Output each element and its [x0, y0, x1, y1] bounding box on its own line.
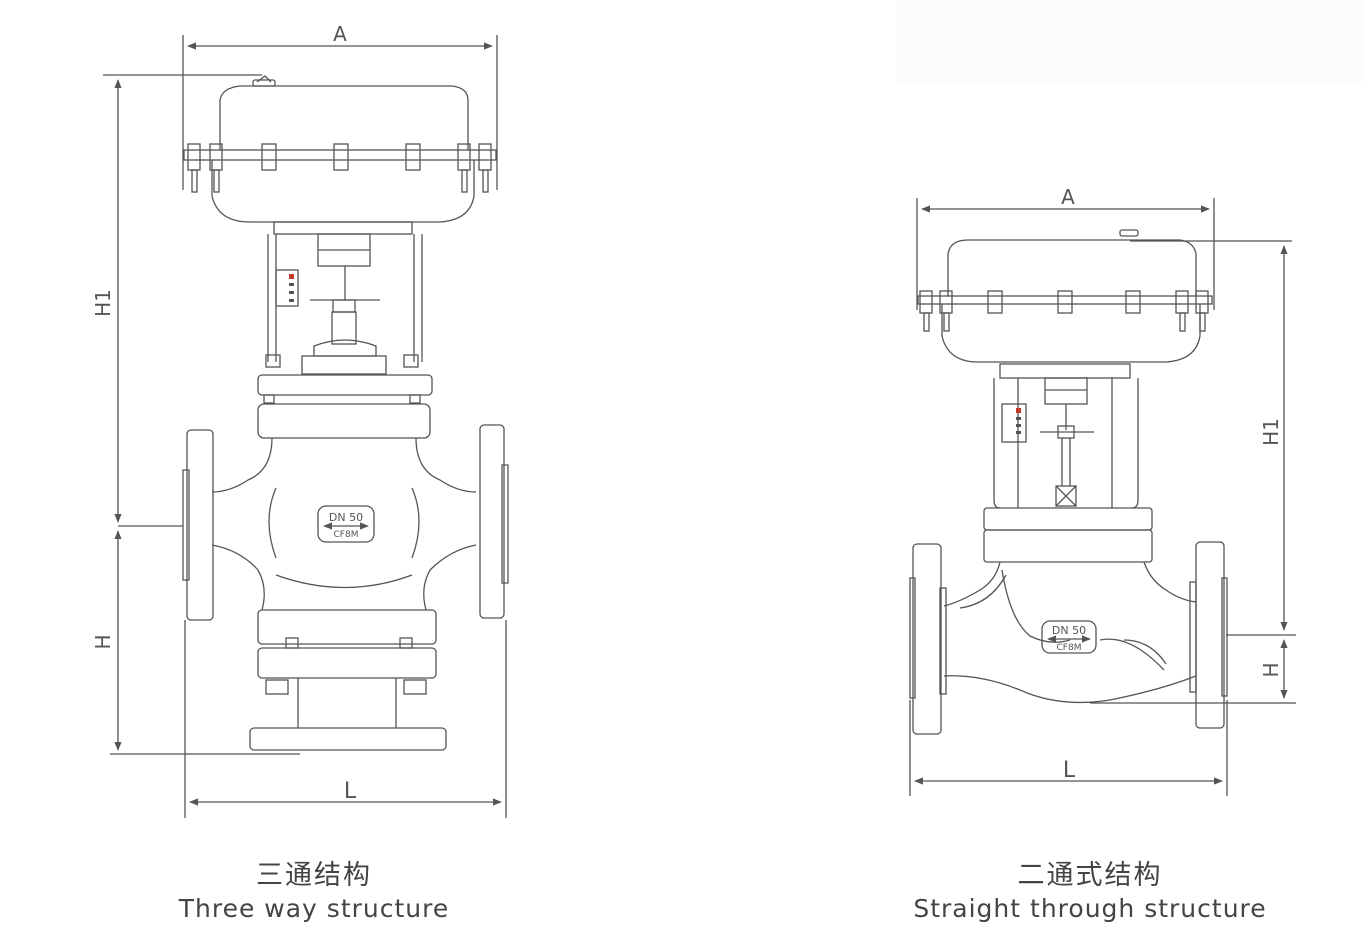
dim-a-label-right: A — [1061, 185, 1075, 209]
caption-straight-cn: 二通式结构 — [1017, 860, 1163, 891]
nameplate-right — [1041, 620, 1097, 654]
dim-h-right: H — [1090, 639, 1296, 704]
nameplate-left — [317, 505, 375, 543]
yoke-right — [983, 363, 1153, 531]
nameplate-material-left: CF8M — [334, 530, 359, 540]
straight-valve-drawing: A H1 H L — [909, 185, 1296, 796]
caption-three-way-en: Three way structure — [178, 894, 450, 923]
actuator-housing-right — [917, 229, 1213, 363]
dim-a-right: A — [916, 185, 1215, 310]
yoke-left — [257, 221, 433, 404]
valve-body-left: DN 50 CF8M — [182, 403, 509, 751]
dim-h1-left: H1 — [91, 74, 262, 527]
actuator-housing-left — [183, 75, 497, 223]
three-way-valve-drawing: A H1 H L — [91, 22, 509, 818]
bolts-left — [187, 143, 492, 193]
dim-l-right: L — [909, 700, 1228, 796]
dim-l-label: L — [344, 779, 357, 804]
dim-h1-label-right: H1 — [1259, 418, 1283, 446]
nameplate-material-right: CF8M — [1057, 643, 1082, 653]
valve-body-right: DN 50 CF8M — [909, 529, 1228, 735]
dim-a-label: A — [333, 22, 347, 46]
dim-a-left: A — [182, 22, 498, 190]
caption-three-way: 三通结构 Three way structure — [144, 853, 484, 923]
dim-h-left: H — [91, 530, 300, 755]
nameplate-size-left: DN 50 — [329, 511, 363, 524]
caption-straight-en: Straight through structure — [913, 894, 1267, 923]
bolts-right — [919, 290, 1209, 332]
caption-straight: 二通式结构 Straight through structure — [885, 853, 1295, 923]
dim-h-label: H — [91, 634, 115, 649]
dim-l-label-right: L — [1063, 758, 1076, 783]
nameplate-size-right: DN 50 — [1052, 624, 1086, 637]
caption-three-way-cn: 三通结构 — [256, 860, 372, 891]
dim-l-left: L — [184, 620, 507, 818]
dim-h1-label: H1 — [91, 289, 115, 317]
background-shade — [896, 0, 1365, 82]
dim-h-label-right: H — [1259, 662, 1283, 677]
dim-h1-right: H1 — [1130, 240, 1296, 636]
